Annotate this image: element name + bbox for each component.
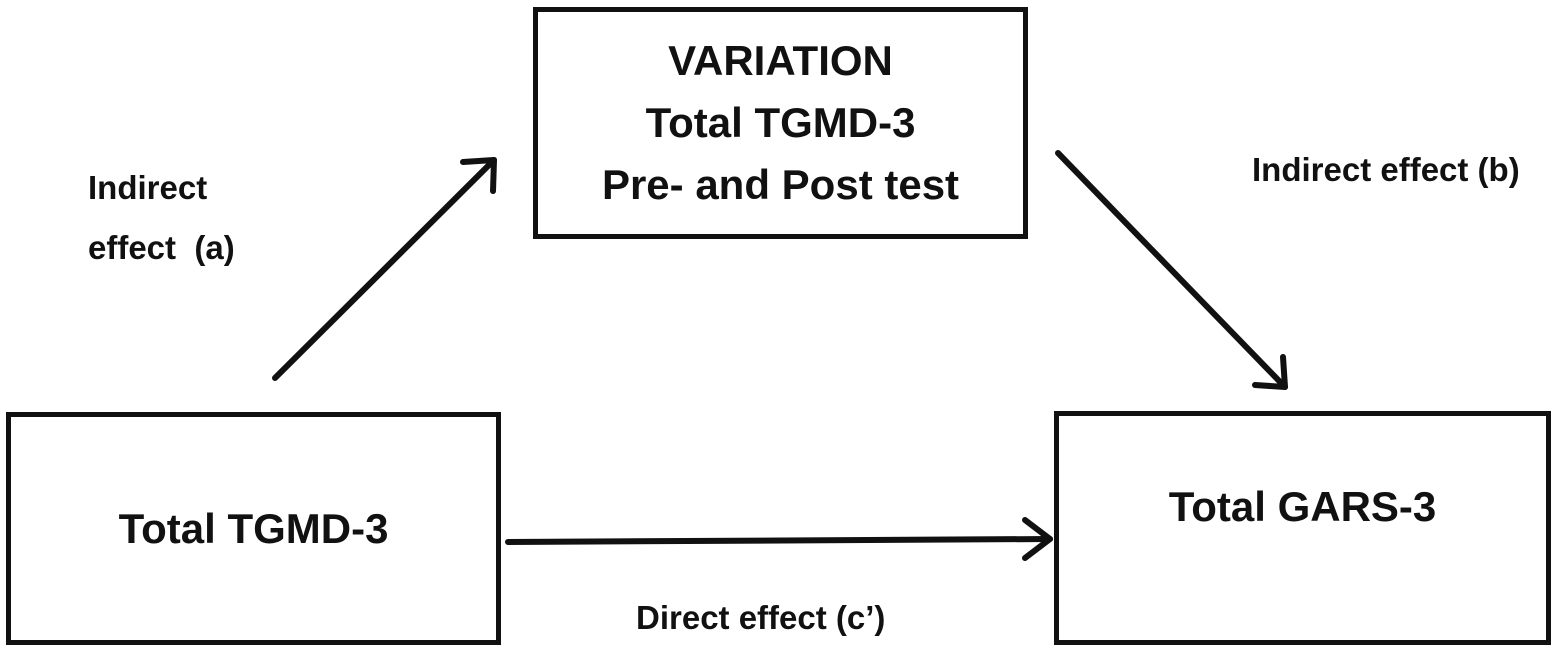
path-a-label: Indirect effect (a)	[88, 158, 235, 278]
path-a-label-line1: Indirect	[88, 169, 208, 206]
mediator-variable: Total TGMD-3	[645, 99, 916, 146]
mediator-timing: Pre- and Post test	[601, 161, 960, 208]
arrow-b	[1055, 150, 1288, 390]
dependent-variable-label: Total GARS-3	[1168, 483, 1437, 530]
path-a-label-line2: effect (a)	[88, 229, 235, 266]
arrow-a	[272, 157, 497, 381]
dependent-variable-box: Total GARS-3	[1054, 411, 1551, 645]
mediator-box: VARIATION Total TGMD-3 Pre- and Post tes…	[533, 7, 1028, 239]
independent-variable-box: Total TGMD-3	[6, 412, 501, 645]
path-c-prime-label: Direct effect (c’)	[636, 599, 886, 636]
independent-variable-label: Total TGMD-3	[118, 504, 389, 552]
arrow-c-prime	[505, 517, 1053, 561]
mediator-title: VARIATION	[668, 37, 893, 84]
path-b-label: Indirect effect (b)	[1252, 151, 1520, 188]
